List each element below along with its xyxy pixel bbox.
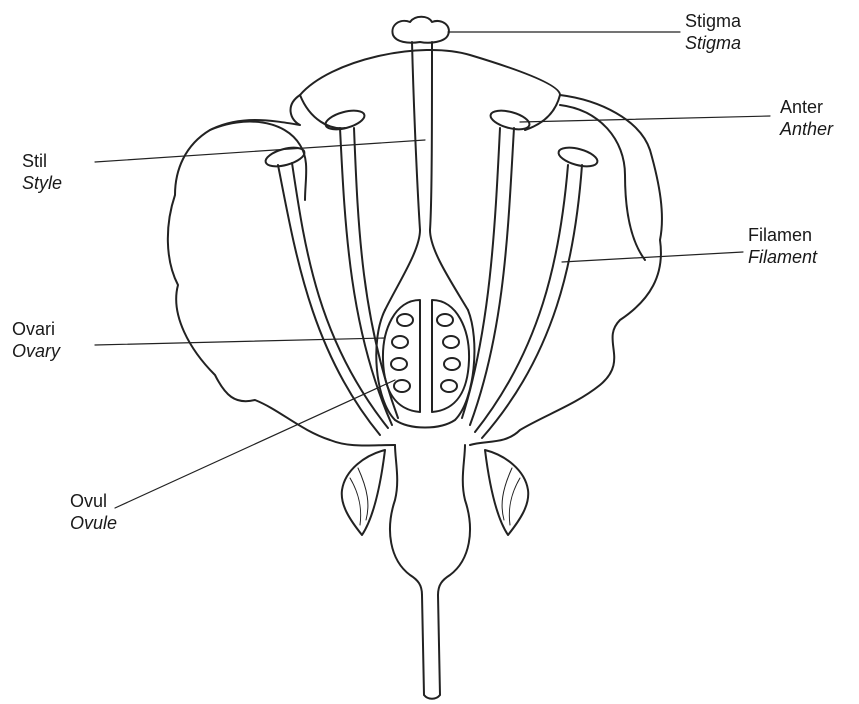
label-ovule-en: Ovule [70,512,117,534]
filament [475,165,582,438]
label-ovary: Ovari Ovary [12,318,60,362]
ovule [397,314,413,326]
anther [557,144,600,170]
label-stigma: Stigma Stigma [685,10,741,54]
filament [278,163,388,435]
ovule [437,314,453,326]
label-filament-id: Filamen [748,224,817,246]
sepal-left [342,450,385,535]
label-stigma-en: Stigma [685,32,741,54]
label-ovule: Ovul Ovule [70,490,117,534]
leader-ovary [95,338,385,345]
pistil [376,17,474,428]
ovule [391,358,407,370]
receptacle [342,445,529,699]
leader-filament [562,252,743,262]
ovule [444,358,460,370]
sepal-left-lines [350,468,368,525]
petal-outline [300,50,662,445]
ovary-wall [376,310,474,428]
receptacle-body [390,445,470,595]
label-style-en: Style [22,172,62,194]
stigma [392,17,448,43]
anther [489,107,532,133]
label-ovary-id: Ovari [12,318,60,340]
sepal-right [485,450,528,535]
style [385,42,468,310]
label-anther-en: Anther [780,118,833,140]
anther [324,107,367,133]
leader-anther [520,116,770,122]
sepal-right-lines [502,468,520,525]
label-style-id: Stil [22,150,62,172]
leader-style [95,140,425,162]
filament [462,128,514,425]
stem [422,595,440,699]
ovule [441,380,457,392]
label-filament: Filamen Filament [748,224,817,268]
label-anther-id: Anter [780,96,833,118]
petal-inner-curve [210,122,306,200]
label-filament-en: Filament [748,246,817,268]
label-style: Stil Style [22,150,62,194]
filament [340,128,398,425]
label-ovary-en: Ovary [12,340,60,362]
petal-inner-curve [300,95,345,128]
ovule [443,336,459,348]
petal-outline-left [168,95,395,446]
ovules [391,314,460,392]
label-ovule-id: Ovul [70,490,117,512]
label-stigma-id: Stigma [685,10,741,32]
ovule [392,336,408,348]
label-anther: Anter Anther [780,96,833,140]
ovary-chamber [383,300,420,412]
ovule [394,380,410,392]
